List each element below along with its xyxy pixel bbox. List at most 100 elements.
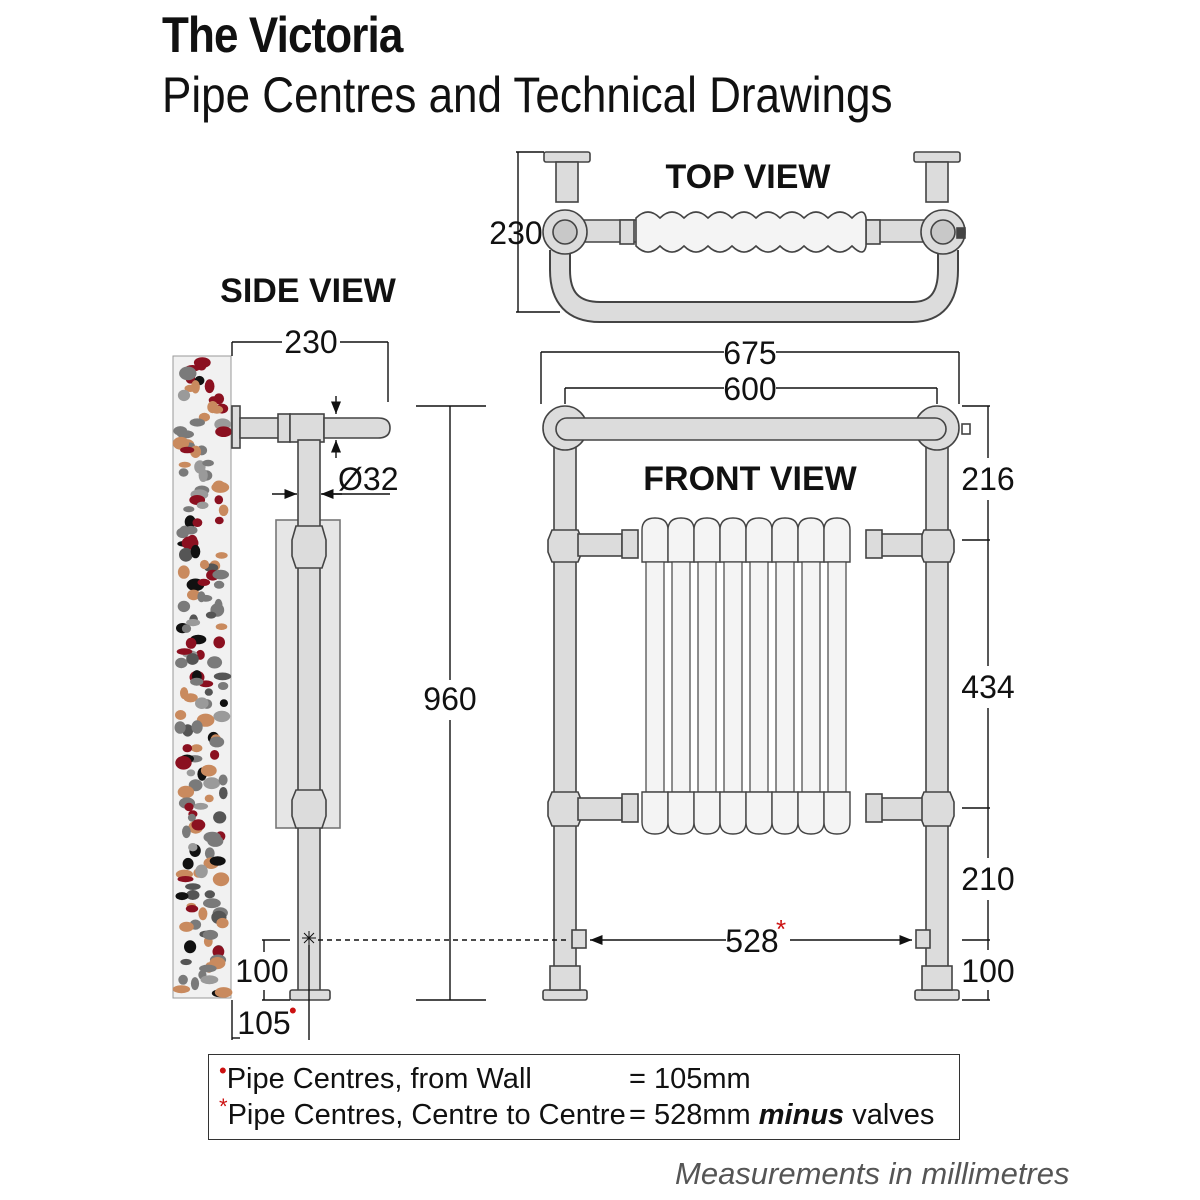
wall-pebble: [202, 459, 214, 467]
wall-pebble: [190, 544, 201, 559]
wall-pebble: [187, 589, 201, 601]
wall-pebble: [183, 506, 195, 513]
overall-width-dimension: [540, 351, 960, 404]
wall-pebble: [178, 461, 191, 468]
valve-height-value: 100: [961, 953, 1014, 989]
radiator-column: [775, 561, 795, 793]
wall-pebble: [211, 481, 230, 493]
radiator-column: [723, 561, 743, 793]
legend-centre-suffix: valves: [852, 1099, 935, 1131]
wall-pebble: [179, 525, 190, 535]
wall-pebble: [204, 688, 213, 696]
radiator-column-bottom: [693, 791, 721, 835]
wall-pebble: [172, 985, 191, 994]
wall-pebble: [202, 929, 219, 940]
radiator-column-bottom: [667, 791, 695, 835]
wall-pebble: [182, 744, 193, 753]
wall-pebble: [219, 699, 228, 707]
vertical-section-dimensions: [962, 405, 990, 1001]
wall-pebble: [185, 883, 201, 890]
wall-pebble: [213, 636, 225, 649]
overall-height-value: 960: [423, 681, 476, 717]
wall-pebble: [178, 468, 189, 477]
legend-centre-emphasis: minus: [758, 1099, 845, 1131]
wall-pebble: [177, 785, 195, 799]
wall-pebble: [197, 591, 206, 603]
wall-pebble: [185, 905, 199, 913]
wall-pebble: [197, 578, 211, 587]
wall-section: [172, 355, 233, 999]
wall-pebble: [191, 380, 200, 394]
overall-height-dimension: [416, 405, 486, 1001]
wall-pebble: [204, 890, 215, 899]
radiator-column: [697, 561, 717, 793]
legend-centre-label: Pipe Centres, Centre to Centre: [227, 1099, 626, 1131]
wall-pebble: [200, 764, 217, 777]
radiator-column: [749, 561, 769, 793]
legend-row-from-wall: •Pipe Centres, from Wall = 105mm: [219, 1058, 751, 1096]
wall-pebble: [213, 580, 225, 589]
wall-pebble: [212, 945, 225, 958]
units-note: Measurements in millimetres: [675, 1156, 1070, 1191]
rail-centres-value: 600: [723, 371, 776, 407]
wall-to-pipe-dot: •: [289, 998, 297, 1023]
wall-pebble: [195, 864, 208, 879]
wall-pebble: [177, 565, 190, 579]
radiator-column-bottom: [823, 791, 851, 835]
wall-pebble: [214, 516, 224, 525]
wall-pebble: [215, 623, 228, 630]
wall-pebble: [218, 504, 229, 516]
legend-centre-prefix: = 528mm: [629, 1099, 751, 1131]
wall-pebble: [198, 468, 208, 482]
legend-centre-value: = 528mm minus valves: [629, 1099, 934, 1132]
radiator-columns: [641, 517, 851, 835]
wall-pebble: [179, 547, 193, 562]
wall-pebble: [190, 977, 200, 991]
wall-pebble: [219, 787, 228, 800]
wall-pebble: [176, 648, 193, 655]
pipe-diameter-dimension: [272, 396, 390, 500]
wall-pebble: [203, 898, 221, 909]
pipe-diameter-value: Ø32: [338, 461, 398, 497]
top-depth-value: 230: [489, 215, 542, 251]
wall-pebble: [181, 624, 192, 633]
pipe-centres-value: 528: [725, 923, 778, 959]
wall-pebble: [186, 619, 201, 627]
wall-pebble: [177, 389, 191, 402]
wall-pebble: [212, 872, 230, 887]
wall-pebble: [190, 677, 204, 686]
wall-pebble: [175, 657, 188, 669]
wall-pebble: [175, 892, 189, 901]
wall-pebble: [198, 907, 208, 921]
wall-pebble: [209, 736, 225, 748]
wall-pebble: [186, 890, 200, 900]
wall-pebble: [218, 774, 228, 786]
wall-pebble: [185, 637, 197, 649]
legend-star-mark: *: [219, 1094, 228, 1119]
front-view-drawing: [542, 405, 971, 1001]
wall-pebble: [213, 710, 231, 723]
side-valve-height-value: 100: [235, 953, 288, 989]
wall-pebble: [207, 656, 223, 669]
wall-pebble: [193, 802, 209, 810]
wall-pebble: [199, 559, 210, 570]
radiator-column: [801, 561, 821, 793]
wall-pebble: [217, 682, 229, 690]
lower-section-value: 210: [961, 861, 1014, 897]
wall-pebble: [215, 552, 228, 559]
wall-pebble: [212, 569, 229, 580]
wall-pebble: [180, 958, 192, 966]
top-view-drawing: [542, 151, 966, 323]
side-depth-dimension: [231, 341, 389, 402]
wall-pebble: [179, 921, 194, 932]
legend-from-wall-value: = 105mm: [629, 1063, 751, 1095]
middle-section-value: 434: [961, 669, 1014, 705]
side-depth-value: 230: [284, 324, 337, 360]
side-view-drawing: [231, 405, 391, 1001]
radiator-column-bottom: [797, 791, 825, 835]
radiator-column-top: [641, 517, 669, 563]
wall-pebble: [213, 811, 227, 824]
pipe-centres-star: *: [776, 914, 786, 944]
wall-pebble: [205, 611, 217, 619]
